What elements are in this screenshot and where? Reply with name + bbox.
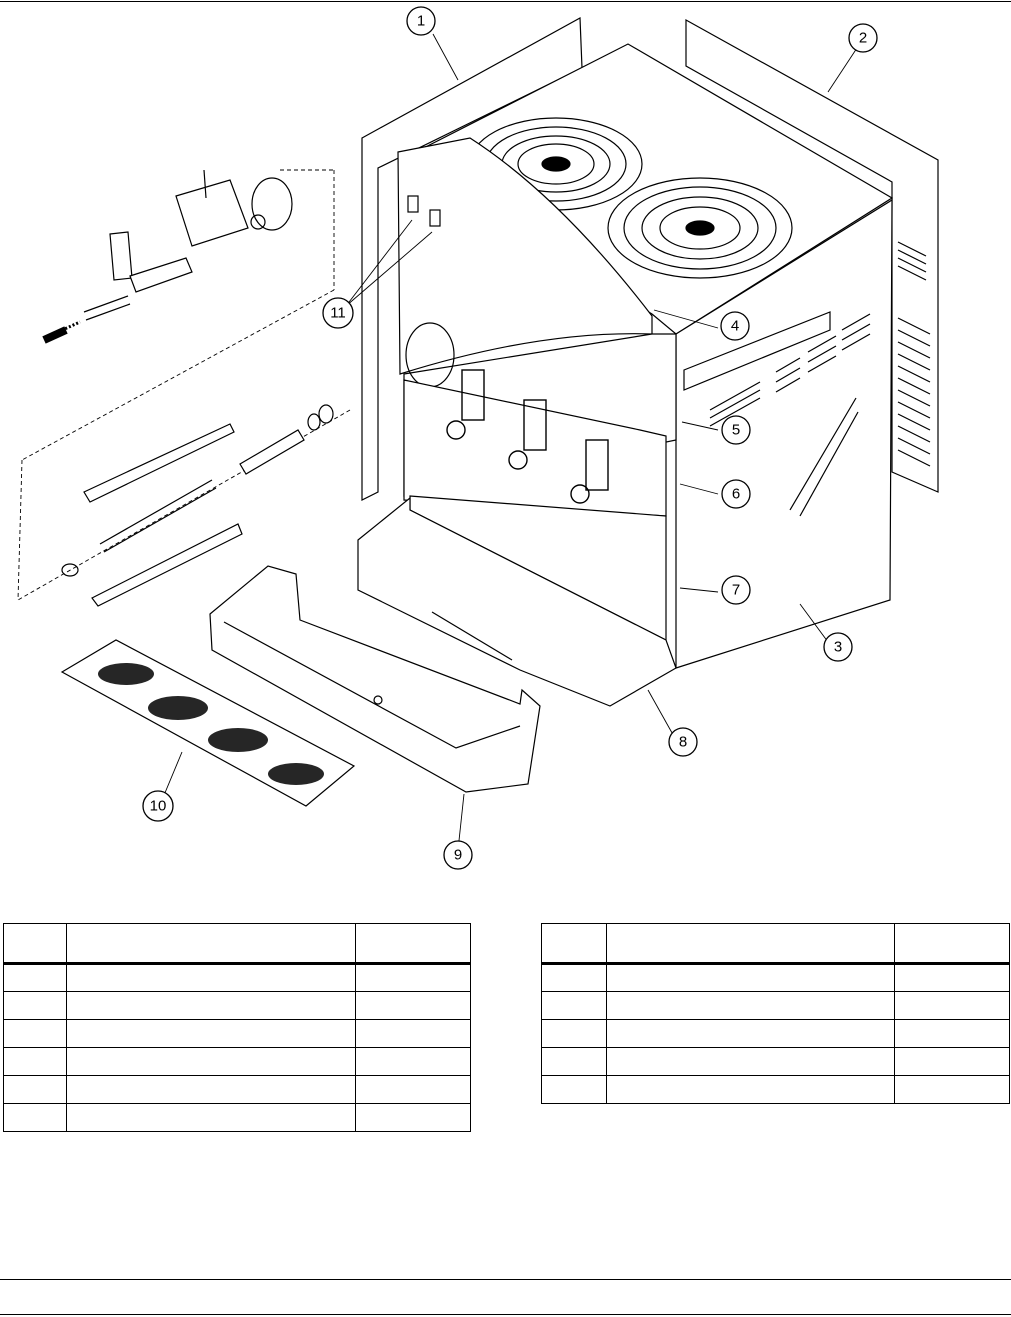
parts-table-right — [541, 923, 1010, 1104]
table-cell — [355, 991, 471, 1020]
table-row — [3, 1103, 471, 1132]
table-cell — [541, 1019, 607, 1048]
callout-9: 9 — [454, 847, 462, 864]
exploded-auger-assembly — [61, 404, 334, 607]
table-row — [3, 1047, 471, 1076]
header-cell — [606, 923, 895, 965]
callout-8: 8 — [679, 734, 687, 751]
table-row — [541, 963, 1010, 992]
callout-1: 1 — [417, 13, 425, 30]
table-cell — [894, 991, 1010, 1020]
callout-11: 11 — [330, 305, 346, 322]
table-cell — [66, 1047, 356, 1076]
faucet-block — [403, 379, 667, 517]
callout-7: 7 — [732, 582, 740, 599]
fan-grille-right — [607, 177, 793, 279]
front-merchandiser — [397, 137, 653, 375]
table-cell — [606, 963, 895, 992]
table-cell — [606, 1075, 895, 1104]
table-cell — [355, 1103, 471, 1132]
callout-6: 6 — [732, 486, 740, 503]
footer-rule-bottom — [0, 1314, 1011, 1315]
left-side-panel — [361, 17, 583, 501]
table-cell — [3, 1075, 67, 1104]
table-cell — [355, 963, 471, 992]
leader-lines — [161, 33, 858, 851]
parts-table-left — [3, 923, 471, 1132]
table-row — [3, 991, 471, 1020]
table-cell — [66, 1019, 356, 1048]
right-side-panel — [685, 18, 939, 493]
table-cell — [894, 1047, 1010, 1076]
table-row — [541, 991, 1010, 1020]
table-cell — [3, 963, 67, 992]
header-cell — [541, 923, 607, 965]
table-cell — [3, 1103, 67, 1132]
table-cell — [66, 1075, 356, 1104]
exploded-parts-drawing: 1 2 3 4 5 6 7 8 9 10 11 — [17, 6, 939, 870]
callout-5: 5 — [732, 422, 740, 439]
table-cell — [541, 1075, 607, 1104]
table-cell — [541, 1047, 607, 1076]
table-header-row — [541, 923, 1010, 965]
table-cell — [355, 1047, 471, 1076]
callout-10: 10 — [150, 798, 167, 815]
table-cell — [541, 963, 607, 992]
exploded-faucet-assembly — [42, 169, 293, 344]
table-cell — [66, 991, 356, 1020]
table-cell — [606, 1019, 895, 1048]
top-rule — [0, 1, 1011, 2]
header-cell — [3, 923, 67, 965]
table-row — [541, 1047, 1010, 1076]
dashed-explode-lines — [17, 169, 351, 601]
table-row — [3, 1075, 471, 1104]
table-row — [3, 963, 471, 992]
header-cell — [894, 923, 1010, 965]
table-row — [541, 1075, 1010, 1104]
callout-3: 3 — [834, 639, 842, 656]
table-cell — [541, 991, 607, 1020]
right-panel-louvers — [897, 241, 931, 467]
table-cell — [606, 1047, 895, 1076]
base-pan — [357, 496, 677, 707]
table-row — [541, 1019, 1010, 1048]
table-cell — [894, 1075, 1010, 1104]
callout-4: 4 — [731, 318, 739, 335]
drip-tray — [209, 565, 541, 793]
faucets — [446, 369, 609, 504]
header-cell — [355, 923, 471, 965]
table-cell — [606, 991, 895, 1020]
table-cell — [66, 963, 356, 992]
cover-perforations — [98, 663, 324, 785]
table-cell — [3, 1019, 67, 1048]
cabinet-side-louvers — [683, 311, 871, 427]
header-cell — [66, 923, 356, 965]
callout-2: 2 — [859, 30, 867, 47]
table-cell — [66, 1103, 356, 1132]
table-header-row — [3, 923, 471, 965]
table-cell — [3, 1047, 67, 1076]
table-cell — [3, 991, 67, 1020]
table-cell — [894, 1019, 1010, 1048]
table-cell — [355, 1019, 471, 1048]
footer-rule-top — [0, 1279, 1011, 1280]
callout-balloons — [142, 6, 878, 870]
table-cell — [355, 1075, 471, 1104]
table-row — [3, 1019, 471, 1048]
table-cell — [894, 963, 1010, 992]
